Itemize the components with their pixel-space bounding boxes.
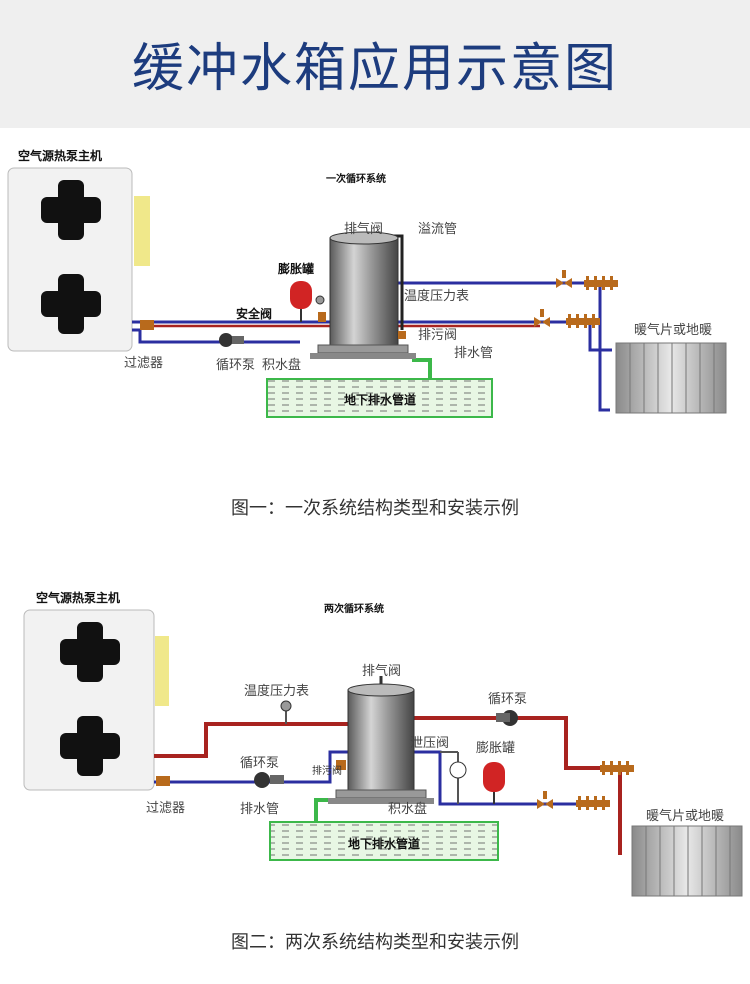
fig1-fan-icon-top <box>41 180 101 240</box>
fig2-exhaust-valve-label: 排气阀 <box>362 663 401 679</box>
fig2-gauge-icon <box>280 700 292 724</box>
fig1-filter-icon <box>140 320 154 330</box>
fig1-pump-label: 循环泵 <box>216 358 255 373</box>
fig2-blue-pipes <box>154 750 610 806</box>
fig1-gauge-icon <box>315 295 325 305</box>
fig2-manifold-icons <box>576 761 634 810</box>
fig1-radiator <box>615 342 727 414</box>
fig2-valve-icons <box>537 791 553 809</box>
figure1-caption: 图一：一次系统结构类型和安装示例 <box>231 498 519 519</box>
fig2-buffer-tank <box>328 676 434 804</box>
fig2-radiator <box>631 825 743 897</box>
fig1-green-drain <box>412 358 432 380</box>
fig1-system-title: 一次循环系统 <box>326 172 386 185</box>
fig2-drain-valve-label: 排污阀 <box>312 764 342 777</box>
fig1-circulation-pump-icon <box>219 333 244 347</box>
fig2-heat-pump-unit <box>23 609 169 791</box>
fig2-radiator-label: 暖气片或地暖 <box>646 808 724 824</box>
fig1-heat-pump-label: 空气源热泵主机 <box>18 148 102 163</box>
page-title: 缓冲水箱应用示意图 <box>131 39 618 99</box>
header-banner: 缓冲水箱应用示意图 <box>0 0 750 128</box>
fig1-overflow-pipe-label: 溢流管 <box>418 222 457 237</box>
fig2-temp-pressure-label: 温度压力表 <box>244 683 309 699</box>
fig1-drip-tray-label: 积水盘 <box>262 357 301 373</box>
fig1-expansion-tank-icon <box>290 281 312 322</box>
fig2-pump-right-label: 循环泵 <box>488 692 527 707</box>
fig1-drain-valve-icon <box>398 331 406 339</box>
fig1-underground-drain-label: 地下排水管道 <box>344 392 416 407</box>
fig2-drain-pipe-label: 排水管 <box>240 802 279 817</box>
fig1-radiator-label: 暖气片或地暖 <box>634 322 712 338</box>
fig1-drain-pipe-label: 排水管 <box>454 346 493 361</box>
fig2-circulation-pump-right-icon <box>496 710 518 726</box>
fig1-safety-valve-icon <box>318 312 326 322</box>
fig1-temp-pressure-label: 温度压力表 <box>404 288 469 304</box>
fig1-heat-pump-unit <box>7 167 150 352</box>
figure1-diagram: 一次循环系统 空气源热泵主机 膨胀罐 <box>7 148 727 418</box>
fig1-valve-icons <box>534 270 572 327</box>
fig1-manifold-icons <box>566 276 618 328</box>
fig2-heat-pump-label: 空气源热泵主机 <box>36 590 120 605</box>
fig2-pump-left-label: 循环泵 <box>240 756 279 771</box>
fig2-fan-icon-bottom <box>60 716 120 776</box>
figure2-diagram: 两次循环系统 空气源热泵主机 <box>23 590 743 897</box>
fig1-buffer-tank <box>310 231 416 359</box>
fig2-circulation-pump-left-icon <box>254 772 284 788</box>
fig1-exhaust-valve-label: 排气阀 <box>344 221 383 237</box>
fig1-safety-valve-label: 安全阀 <box>236 306 272 321</box>
figure2-caption: 图二：两次系统结构类型和安装示例 <box>231 932 519 953</box>
fig2-expansion-tank-label: 膨胀罐 <box>476 741 515 756</box>
fig1-underground-drain <box>266 378 493 418</box>
fig2-relief-valve-label: 泄压阀 <box>410 736 449 751</box>
fig2-drain-valve-icon <box>336 760 346 770</box>
fig2-system-title: 两次循环系统 <box>324 602 384 615</box>
fig1-expansion-tank-label: 膨胀罐 <box>277 261 314 276</box>
fig1-filter-label: 过滤器 <box>124 356 163 371</box>
fig2-relief-valve-icon <box>440 751 467 804</box>
fig1-fan-icon-bottom <box>41 274 101 334</box>
fig1-drain-valve-label: 排污阀 <box>418 328 457 343</box>
fig2-underground-drain <box>269 821 499 861</box>
fig2-underground-drain-label: 地下排水管道 <box>348 836 420 851</box>
fig2-filter-label: 过滤器 <box>146 801 185 816</box>
fig2-drip-tray-label: 积水盘 <box>388 801 427 817</box>
fig2-fan-icon-top <box>60 622 120 682</box>
fig2-expansion-tank-icon <box>483 762 505 804</box>
fig2-filter-icon <box>156 776 170 786</box>
